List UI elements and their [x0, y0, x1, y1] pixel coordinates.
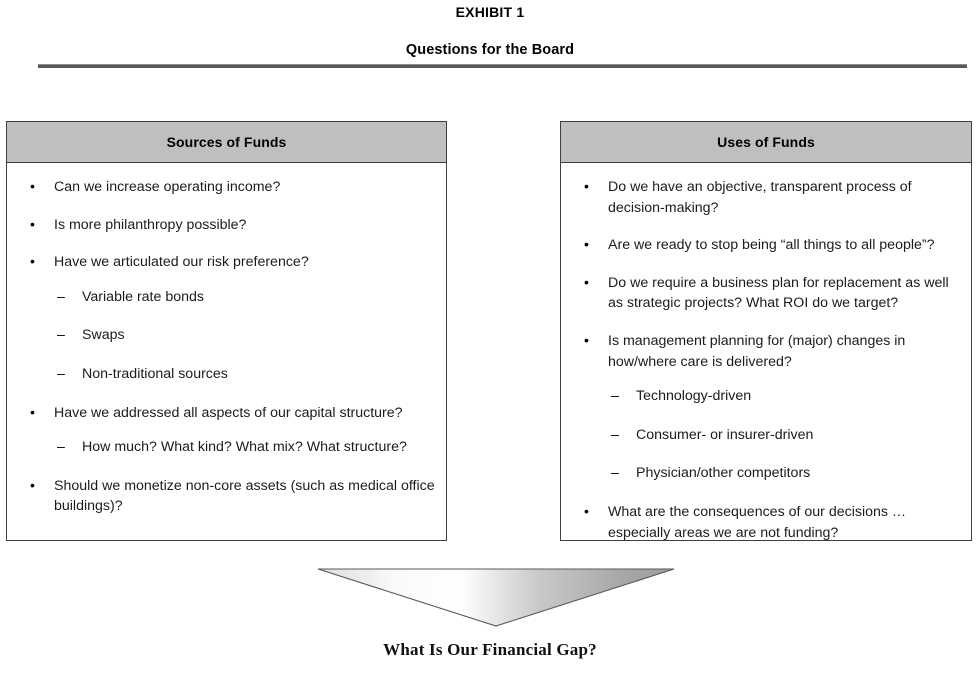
sub-list-item-text: How much? What kind? What mix? What stru…	[82, 439, 407, 456]
uses-bullet-list: Do we have an objective, transparent pro…	[571, 176, 961, 543]
list-item-text: Do we require a business plan for replac…	[608, 274, 949, 312]
list-item-text: Have we addressed all aspects of our cap…	[54, 404, 403, 421]
panel-uses-title: Uses of Funds	[717, 134, 815, 150]
sub-list-item: Physician/other competitors	[608, 463, 961, 484]
sub-list-item: Technology-driven	[608, 386, 961, 407]
sub-list-item-text: Variable rate bonds	[82, 288, 204, 305]
list-item-text: Should we monetize non-core assets (such…	[54, 477, 435, 515]
sub-list-item: Variable rate bonds	[54, 287, 436, 308]
panel-sources-of-funds: Sources of Funds Can we increase operati…	[6, 121, 447, 541]
sub-list-item: How much? What kind? What mix? What stru…	[54, 437, 436, 458]
panel-uses-header: Uses of Funds	[561, 122, 971, 163]
list-item-text: What are the consequences of our decisio…	[608, 503, 907, 541]
sub-list-wrapper: How much? What kind? What mix? What stru…	[54, 437, 436, 458]
panel-uses-body: Do we have an objective, transparent pro…	[561, 163, 971, 543]
list-item: Are we ready to stop being “all things t…	[571, 234, 961, 256]
list-item-text: Is management planning for (major) chang…	[608, 332, 906, 370]
panel-sources-body: Can we increase operating income? Is mor…	[7, 163, 446, 517]
sources-sublist-risk: Variable rate bonds Swaps Non-traditiona…	[54, 287, 436, 385]
uses-sublist-changes: Technology-driven Consumer- or insurer-d…	[608, 386, 961, 484]
list-item: Is management planning for (major) chang…	[571, 330, 961, 484]
sub-list-item-text: Consumer- or insurer-driven	[636, 426, 814, 443]
sources-bullet-list: Can we increase operating income? Is mor…	[17, 176, 436, 517]
list-item-text: Can we increase operating income?	[54, 179, 281, 195]
list-item: Have we articulated our risk preference?…	[17, 251, 436, 385]
list-item: Is more philanthropy possible?	[17, 214, 436, 236]
list-item-text: Is more philanthropy possible?	[54, 216, 247, 233]
financial-gap-caption: What Is Our Financial Gap?	[383, 640, 597, 659]
page-title: Questions for the Board	[405, 42, 575, 58]
sub-list-item: Swaps	[54, 325, 436, 346]
list-item-text: Have we articulated our risk preference?	[54, 254, 309, 271]
list-item: Have we addressed all aspects of our cap…	[17, 402, 436, 458]
sub-list-item: Non-traditional sources	[54, 364, 436, 385]
sub-list-item-text: Physician/other competitors	[636, 465, 811, 482]
sub-list-wrapper: Technology-driven Consumer- or insurer-d…	[608, 386, 961, 484]
sub-list-item-text: Technology-driven	[636, 388, 752, 405]
sources-sublist-capital: How much? What kind? What mix? What stru…	[54, 437, 436, 458]
panel-sources-header: Sources of Funds	[7, 122, 446, 163]
list-item: Do we require a business plan for replac…	[571, 272, 961, 314]
list-item: What are the consequences of our decisio…	[571, 501, 961, 543]
list-item: Should we monetize non-core assets (such…	[17, 475, 436, 517]
down-triangle-icon	[317, 568, 675, 627]
sub-list-item-text: Non-traditional sources	[82, 365, 228, 382]
sub-list-item-text: Swaps	[82, 327, 125, 344]
title-divider	[38, 64, 967, 68]
sub-list-wrapper: Variable rate bonds Swaps Non-traditiona…	[54, 287, 436, 385]
exhibit-label: EXHIBIT 1	[455, 4, 525, 20]
panel-sources-title: Sources of Funds	[166, 134, 287, 150]
list-item: Do we have an objective, transparent pro…	[571, 176, 961, 218]
list-item: Can we increase operating income?	[17, 176, 436, 198]
panel-uses-of-funds: Uses of Funds Do we have an objective, t…	[560, 121, 972, 541]
sub-list-item: Consumer- or insurer-driven	[608, 425, 961, 446]
list-item-text: Are we ready to stop being “all things t…	[608, 237, 935, 254]
list-item-text: Do we have an objective, transparent pro…	[608, 179, 912, 216]
